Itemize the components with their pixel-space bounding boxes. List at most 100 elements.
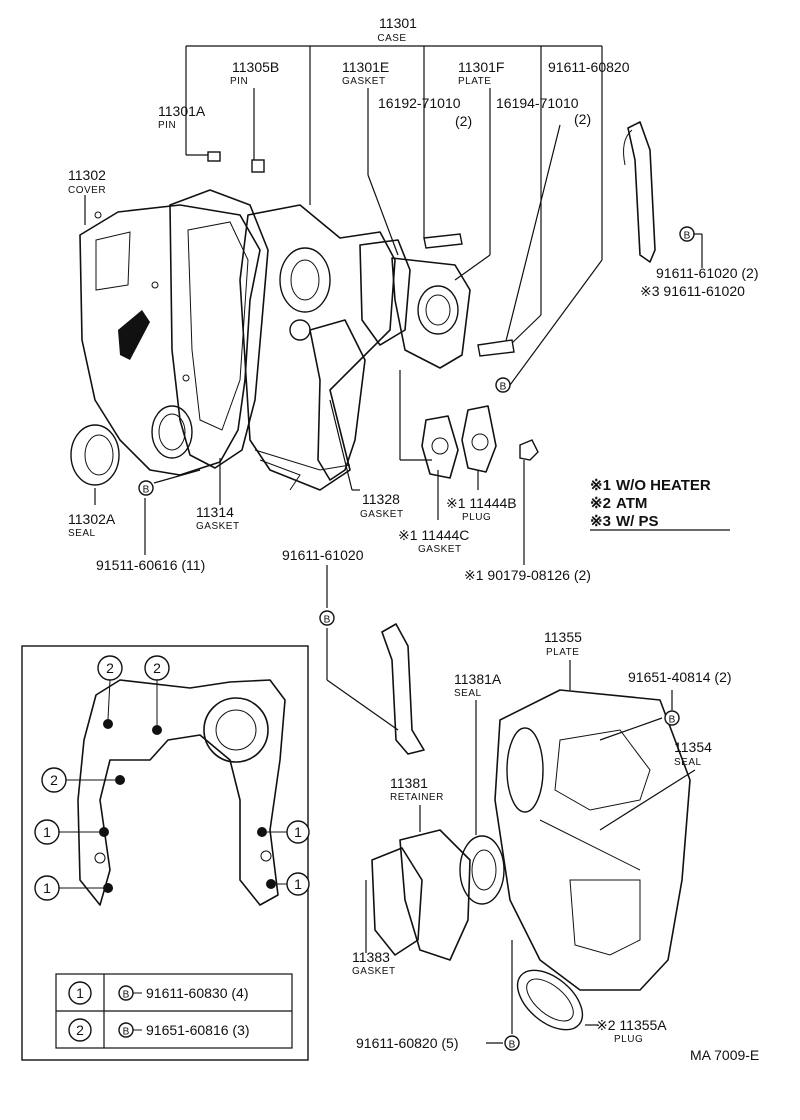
label-cover-name: COVER [68,185,106,196]
legend-text: W/ PS [616,513,659,530]
svg-text:B: B [324,615,331,626]
part-labels: 11301 CASE 11305B PIN 11301E GASKET 1130… [68,15,759,1063]
label-gasket-11328: 11328 [362,491,400,507]
label-stud-16194: 16194-71010 [496,95,579,111]
label-plate-f: 11301F [458,59,504,75]
label-cover: 11302 [68,167,106,183]
svg-text:91611-60830 (4): 91611-60830 (4) [146,985,248,1001]
svg-text:B: B [123,990,130,1001]
inset-callout: 2 [41,767,67,793]
timing-cover-drawing [79,204,261,476]
svg-text:B: B [684,231,691,242]
bolt-marker: B [138,480,154,496]
label-plug-11355a: ※2 11355A [596,1017,667,1033]
svg-text:B: B [123,1027,130,1038]
bolt-marker: B [679,226,695,242]
legend-text: W/O HEATER [616,477,711,494]
svg-text:2: 2 [106,660,114,676]
legend-mark: ※2 [590,495,611,512]
bolt-marker: B [504,1035,520,1051]
svg-text:1: 1 [43,824,51,840]
svg-text:1: 1 [76,985,84,1001]
pump-gasket-plate-drawing [359,239,471,369]
svg-text:2: 2 [153,660,161,676]
inset-callout: 2 [144,655,170,681]
legend-text: ATM [616,495,647,512]
label-bolt-90179: ※1 90179-08126 (2) [464,567,591,583]
label-case-name: CASE [377,33,406,44]
label-pin-b: 11305B [232,59,279,75]
label-gasket-e-name: GASKET [342,76,386,87]
label-pin-b-name: PIN [230,76,248,87]
label-bolt-61020: 91611-61020 (2) [656,265,758,281]
label-plate-11355: 11355 [544,629,582,645]
svg-text:1: 1 [43,880,51,896]
label-case: 11301 [379,15,417,31]
label-seal-11354: 11354 [674,739,712,755]
inset-callout: 1 [286,872,310,896]
label-bolt-61020-mid: 91611-61020 [282,547,364,563]
inset-callout: 1 [286,820,310,844]
inset-gasket-outline [77,679,286,906]
table-row: 1 B 91611-60830 (4) [68,981,248,1005]
variant-legend: ※1 W/O HEATER ※2 ATM ※3 W/ PS [590,477,730,531]
inset-panel: 2 2 2 1 1 1 1 1 B 91611-60830 (4) 2 B [21,645,310,1061]
label-gasket-11314-name: GASKET [196,521,240,532]
label-gasket-11444c-name: GASKET [418,544,462,555]
bolt-marker: B [319,610,335,626]
bracket-middle-drawing [381,623,425,755]
inset-table: 1 B 91611-60830 (4) 2 B 91651-60816 (3) [55,973,293,1049]
label-plug-11444b: ※1 11444B [446,495,517,511]
leader-lines [84,45,703,1044]
label-plug-11355a-name: PLUG [614,1034,643,1045]
label-plate-11355-name: PLATE [546,647,579,658]
label-stud-16192: 16192-71010 [378,95,461,111]
label-bolt-60616: 91511-60616 (11) [96,557,205,573]
svg-text:B: B [500,382,507,393]
inset-callout: 2 [97,655,123,681]
label-gasket-11328-name: GASKET [360,509,404,520]
end-plate-drawing [494,689,691,991]
rear-seal-retainer-drawing [371,829,505,961]
label-bolt-60820-5: 91611-60820 (5) [356,1035,458,1051]
legend-mark: ※1 [590,477,611,494]
label-bolt-60820: 91611-60820 [548,59,630,75]
bolt-marker: B [495,377,511,393]
svg-text:B: B [143,485,150,496]
label-gasket-11314: 11314 [196,504,234,520]
inset-callout: 1 [34,875,60,901]
label-stud-16192-qty: (2) [455,113,472,129]
label-seal-a: 11302A [68,511,116,527]
plug-11355a-drawing [516,969,584,1031]
svg-text:1: 1 [294,824,302,840]
svg-text:B: B [509,1040,516,1051]
svg-text:91651-60816 (3): 91651-60816 (3) [146,1022,250,1038]
label-gasket-e: 11301E [342,59,389,75]
label-gasket-11383: 11383 [352,949,390,965]
svg-text:B: B [669,715,676,726]
label-bolt-40814: 91651-40814 (2) [628,669,732,685]
label-plug-11444b-name: PLUG [462,512,491,523]
svg-text:1: 1 [294,876,302,892]
bolt-markers: B B B B B B [138,226,695,1051]
inset-callout: 1 [34,819,60,845]
legend-mark: ※3 [590,513,611,530]
gasket-11328-drawing [309,319,366,481]
diagram-code: MA 7009-E [690,1047,759,1063]
label-stud-16194-qty: (2) [574,111,591,127]
label-bolt-61020-alt: ※3 91611-61020 [640,283,745,299]
svg-text:2: 2 [50,772,58,788]
label-retainer-name: RETAINER [390,792,444,803]
label-gasket-11383-name: GASKET [352,966,396,977]
svg-text:2: 2 [76,1022,84,1038]
plug-gasket-drawing [421,405,539,479]
label-retainer: 11381 [390,775,428,791]
timing-case-drawing [239,204,396,491]
table-row: 2 B 91651-60816 (3) [68,1018,250,1042]
label-plate-f-name: PLATE [458,76,491,87]
label-pin-a-name: PIN [158,120,176,131]
label-seal-11381a: 11381A [454,671,502,687]
label-seal-11354-name: SEAL [674,757,702,768]
seal-11302a-drawing [70,424,120,486]
